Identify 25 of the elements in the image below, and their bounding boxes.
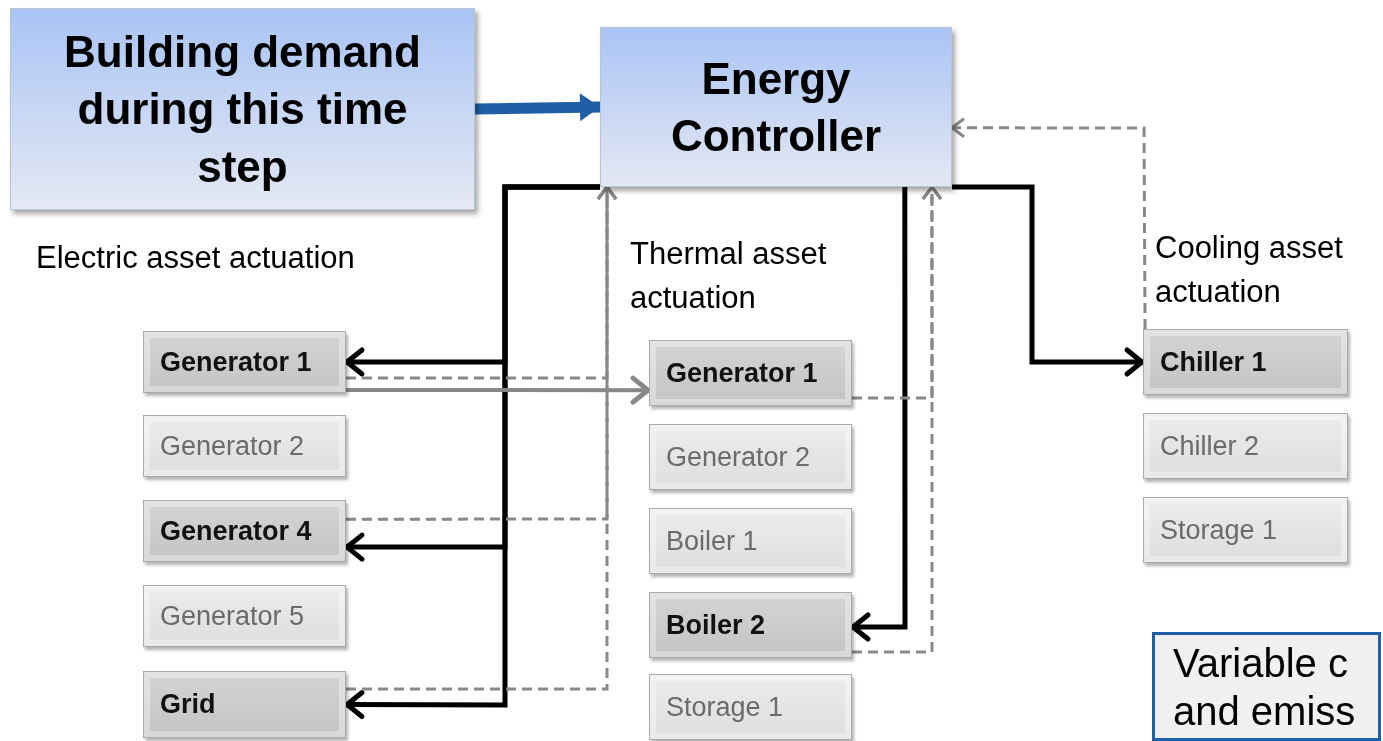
- asset-button: Generator 5: [143, 585, 346, 647]
- group-label: Cooling asset actuation: [1155, 229, 1344, 311]
- group-label: Thermal asset actuation: [630, 235, 828, 317]
- asset-button: Grid: [143, 671, 346, 738]
- arrow: [952, 184, 1145, 377]
- asset-button: Chiller 1: [1143, 329, 1348, 395]
- asset-button: Storage 1: [1143, 497, 1348, 563]
- asset-button: Storage 1: [649, 674, 852, 740]
- asset-button: Generator 1: [649, 340, 852, 406]
- asset-button: Generator 1: [143, 331, 346, 393]
- dashed-arrow: [950, 117, 1147, 329]
- note-box: Variable c and emiss: [1152, 632, 1381, 741]
- arrow: [850, 187, 908, 642]
- arrow: [346, 375, 651, 405]
- asset-button: Generator 4: [143, 500, 346, 562]
- asset-button: Boiler 1: [649, 508, 852, 574]
- group-label: Electric asset actuation: [36, 239, 356, 277]
- asset-button: Generator 2: [143, 415, 346, 477]
- asset-button: Chiller 2: [1143, 413, 1348, 479]
- dashed-arrow: [852, 185, 943, 654]
- asset-button: Generator 2: [649, 424, 852, 490]
- arrow: [474, 93, 601, 122]
- asset-button: Boiler 2: [649, 592, 852, 658]
- title-box: Energy Controller: [600, 27, 952, 187]
- title-box: Building demand during this time step: [10, 8, 475, 210]
